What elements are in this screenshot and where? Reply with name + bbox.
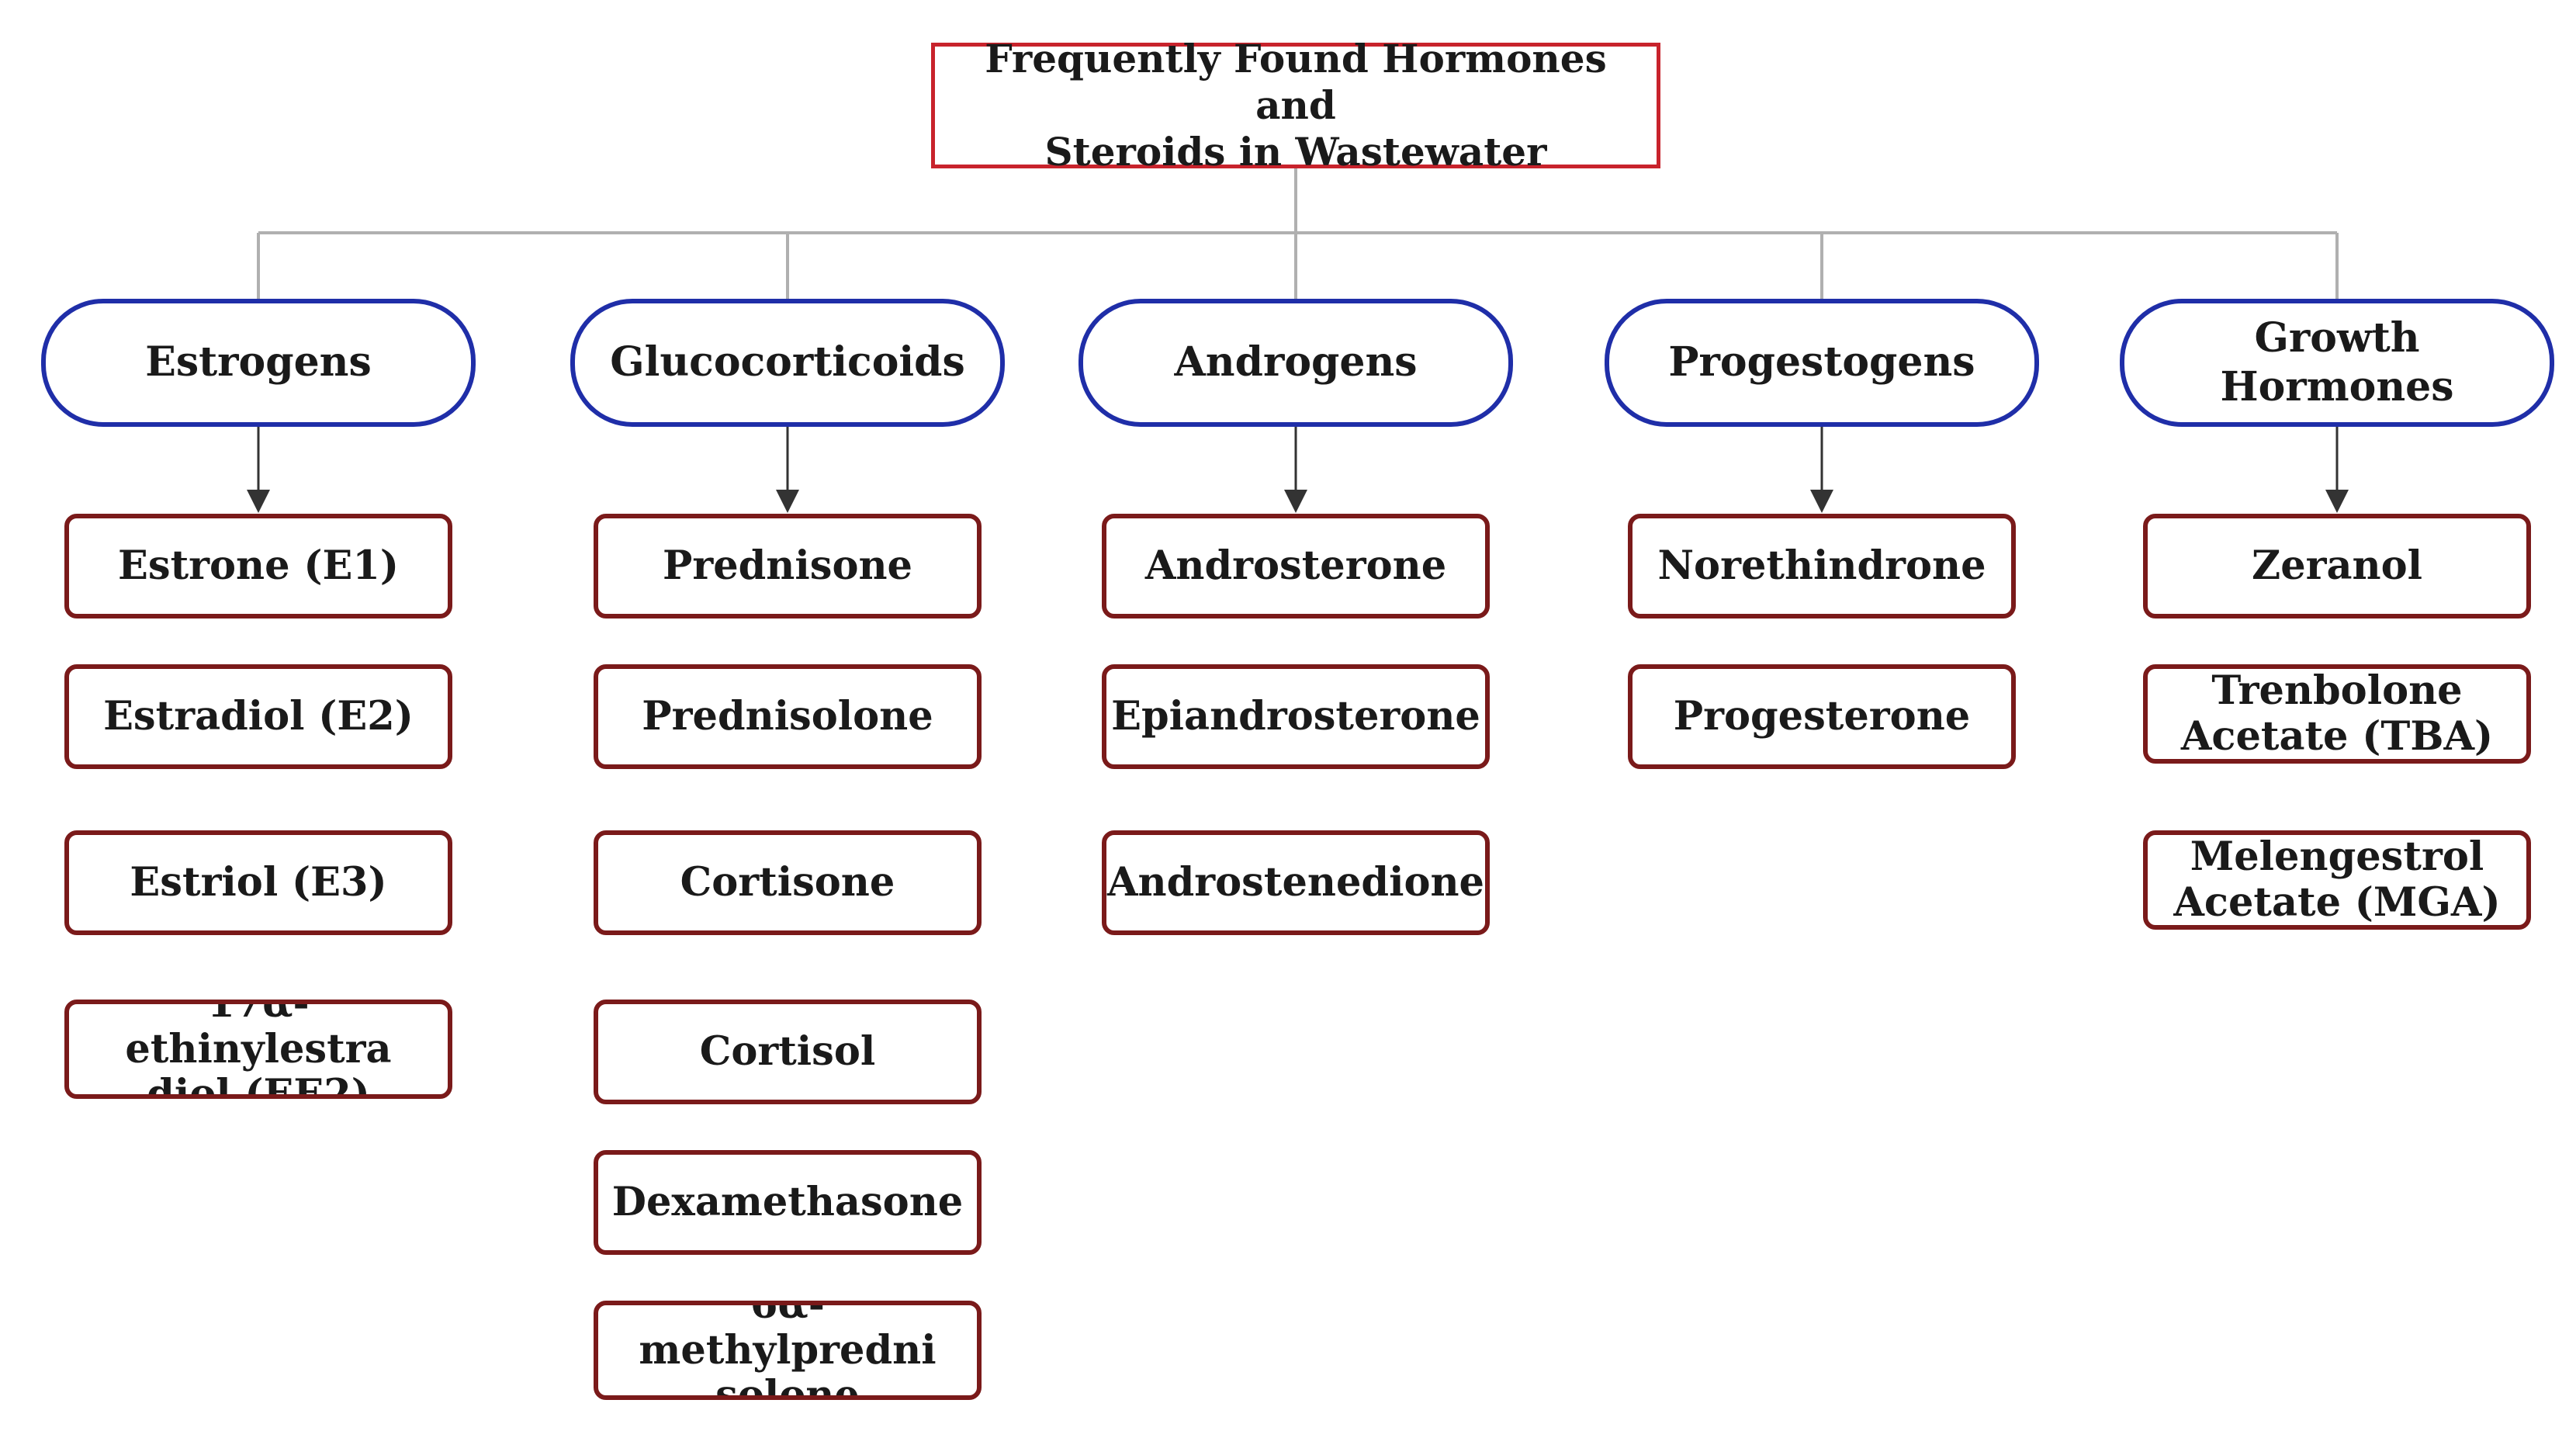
hormone-item: Estrone (E1): [64, 514, 452, 618]
hormone-item: Cortisol: [594, 1000, 982, 1104]
hormone-item: Androsterone: [1102, 514, 1490, 618]
hormone-item: Norethindrone: [1628, 514, 2016, 618]
hormone-item: Dexamethasone: [594, 1150, 982, 1255]
hormone-item: Melengestrol Acetate (MGA): [2143, 830, 2531, 930]
hormone-item: 17α-ethinylestra diol (EE2): [64, 1000, 452, 1099]
hormone-item: Prednisone: [594, 514, 982, 618]
hormone-item: Estriol (E3): [64, 830, 452, 935]
hormone-item: Estradiol (E2): [64, 664, 452, 769]
category-node: Progestogens: [1605, 299, 2039, 427]
hormone-item: Androstenedione: [1102, 830, 1490, 935]
hormone-item: Progesterone: [1628, 664, 2016, 769]
category-node: Estrogens: [41, 299, 476, 427]
hormone-item: 6α-methylpredni solone: [594, 1301, 982, 1400]
category-node: Androgens: [1079, 299, 1513, 427]
hormone-item: Prednisolone: [594, 664, 982, 769]
hormone-item: Epiandrosterone: [1102, 664, 1490, 769]
category-node: Glucocorticoids: [570, 299, 1005, 427]
hormone-item: Trenbolone Acetate (TBA): [2143, 664, 2531, 764]
diagram-title: Frequently Found Hormones and Steroids i…: [931, 36, 1660, 175]
hormone-item: Zeranol: [2143, 514, 2531, 618]
hormone-item: Cortisone: [594, 830, 982, 935]
category-node: Growth Hormones: [2120, 299, 2554, 427]
